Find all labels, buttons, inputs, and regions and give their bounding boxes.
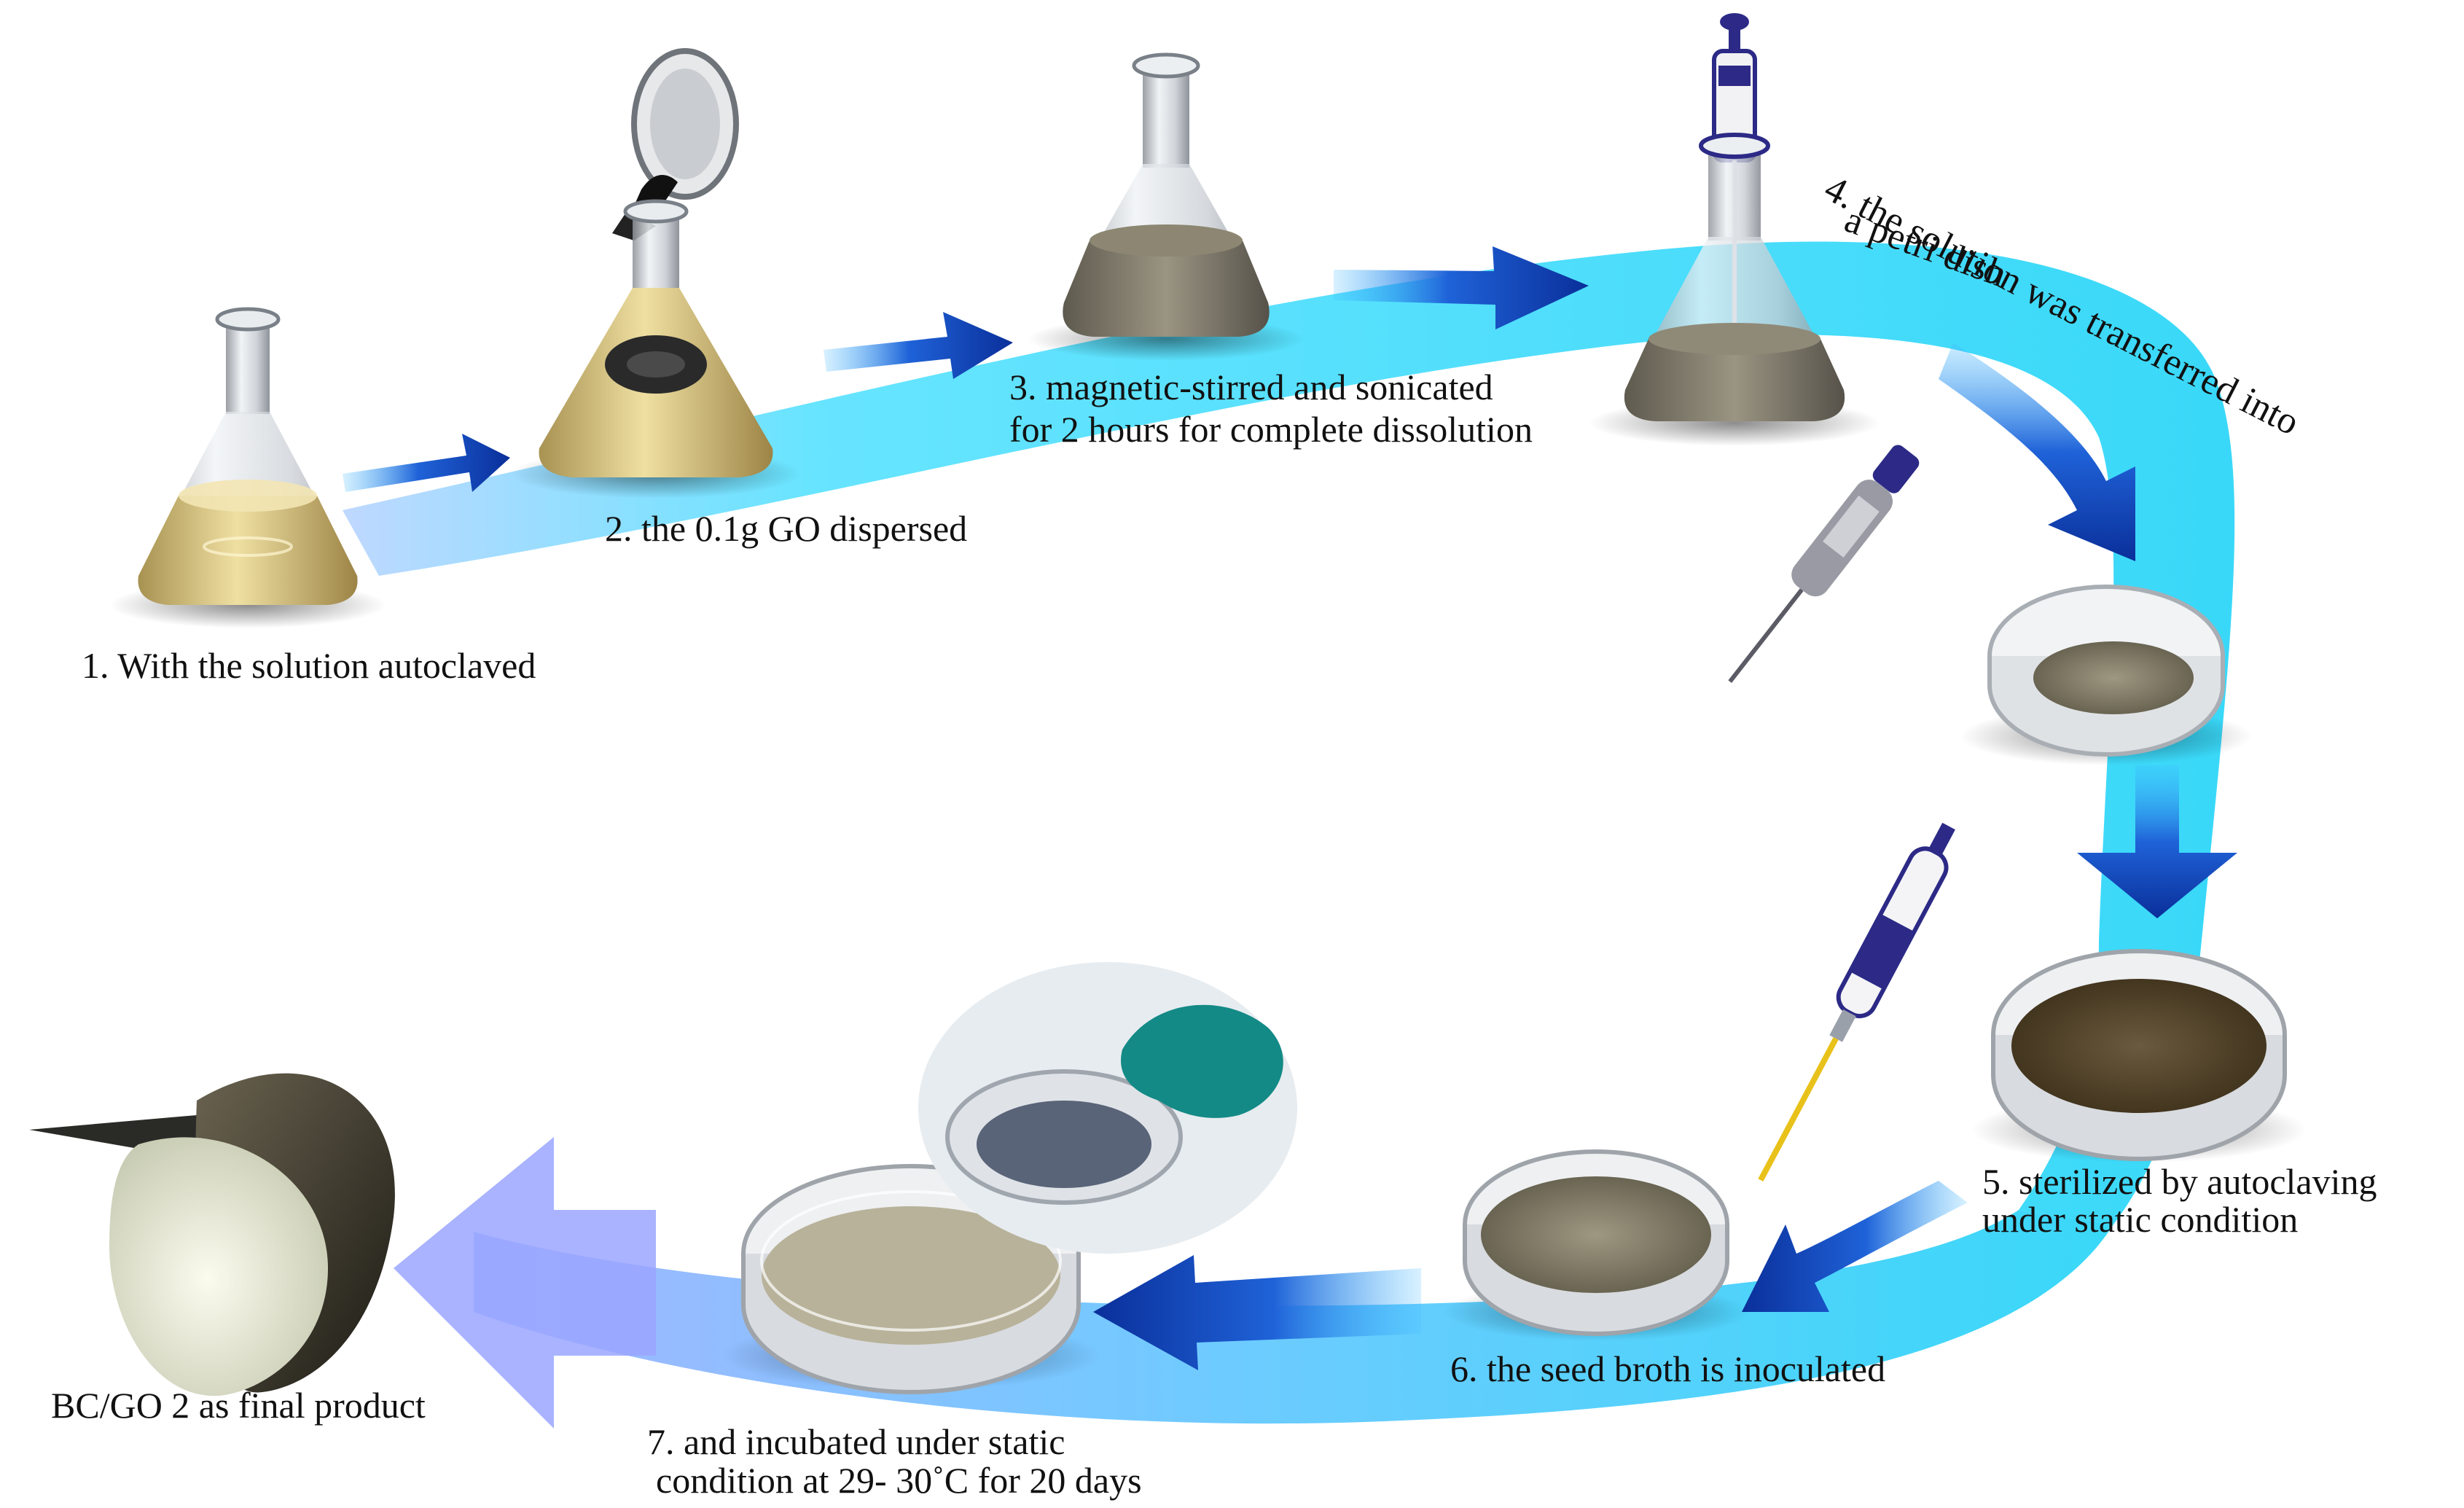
step-2-label: 2. the 0.1g GO dispersed: [605, 508, 967, 549]
arrow-step3-to-4: [1334, 246, 1589, 329]
glove-icon: [1121, 1004, 1283, 1118]
petri-dish-icon: [1443, 1149, 1749, 1341]
flask-icon: [510, 48, 802, 499]
film-product-icon: [29, 1073, 395, 1396]
step-3-label-line1: 3. magnetic-stirred and sonicated: [1009, 367, 1493, 407]
step-1-label: 1. With the solution autoclaved: [82, 645, 536, 686]
incubation-inset: [918, 962, 1297, 1254]
arrow-step5-down: [2077, 765, 2237, 918]
pipette-icon: [1728, 445, 1920, 684]
step-3-label-line2: for 2 hours for complete dissolution: [1009, 409, 1533, 450]
flask-icon: [1589, 13, 1880, 446]
flask-icon: [1028, 52, 1305, 361]
pipette-icon: [1758, 822, 1955, 1182]
step-5-label-line1: 5. sterilized by autoclaving: [1982, 1161, 2377, 1202]
step-7-label-line2: condition at 29- 30˚C for 20 days: [656, 1460, 1142, 1501]
final-product-label: BC/GO 2 as final product: [51, 1385, 426, 1426]
arrow-step6-to-7: [1093, 1255, 1421, 1370]
arrow-step1-to-2: [343, 434, 510, 492]
flask-icon: [109, 307, 386, 628]
direction-arrows: [343, 246, 2237, 1370]
arrow-step5-to-6: [1742, 1181, 1968, 1312]
ribbon-top-segment: [343, 241, 2235, 1224]
step-7-label-line1: 7. and incubated under static: [647, 1421, 1065, 1462]
arrow-step4-down: [1939, 343, 2135, 561]
step-6-label: 6. the seed broth is inoculated: [1450, 1348, 1885, 1389]
arrow-step2-to-3: [824, 312, 1013, 379]
step-5-label-line2: under static condition: [1982, 1199, 2298, 1240]
petri-dish-icon: [1971, 949, 2307, 1163]
ribbon-exit-arrowhead: [394, 1137, 656, 1429]
petri-dish-icon: [1960, 585, 2252, 765]
